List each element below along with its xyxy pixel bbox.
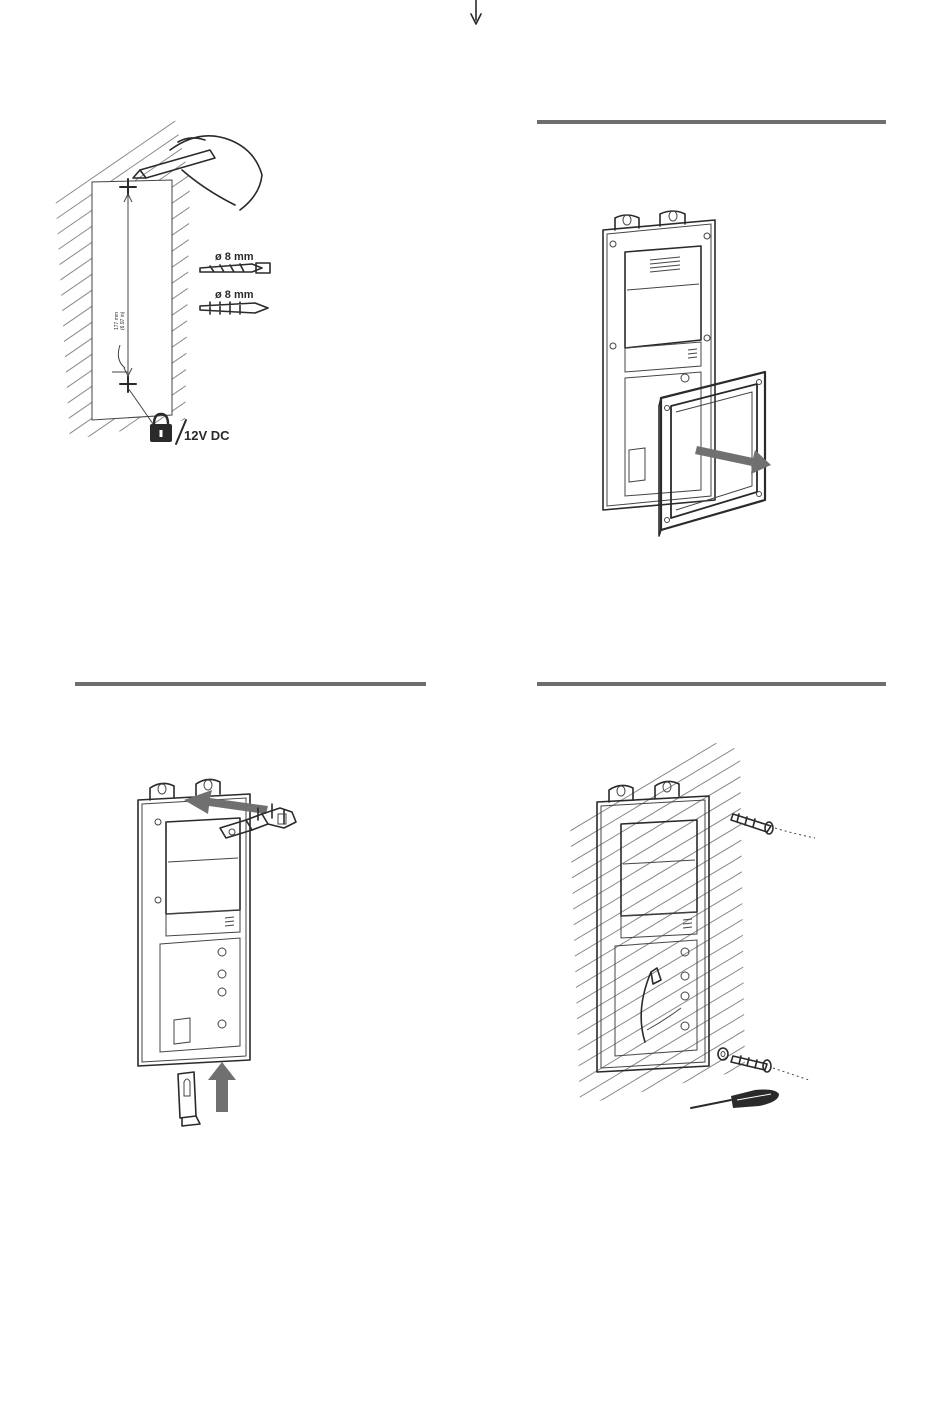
drill-bit-label: ø 8 mm xyxy=(215,251,254,263)
step1-drawing: 177 mm (6.97 in) ø 8 mm ø 8 mm xyxy=(0,0,475,480)
screwdriver-icon xyxy=(691,1090,779,1109)
step4-drawing xyxy=(475,690,950,1140)
power-label: 12V DC xyxy=(184,428,230,443)
screw-icon xyxy=(731,1056,809,1080)
step1-illustration: 177 mm (6.97 in) ø 8 mm ø 8 mm xyxy=(0,0,475,480)
section-rule-step4 xyxy=(537,682,886,686)
pull-arrow-icon xyxy=(695,446,771,474)
section-rule-step3 xyxy=(75,682,426,686)
back-box xyxy=(138,779,250,1066)
lock-icon xyxy=(150,414,172,442)
screw-icon xyxy=(731,814,815,838)
drill-bit-icon xyxy=(200,263,270,273)
step4-illustration xyxy=(475,690,950,1140)
step2-illustration xyxy=(475,120,950,560)
clip-icon xyxy=(178,1072,200,1126)
washer-icon xyxy=(718,1048,728,1060)
push-arrow-icon xyxy=(208,1062,236,1112)
wall-plug-icon xyxy=(200,302,268,314)
step3-illustration xyxy=(0,690,475,1140)
step2-drawing xyxy=(475,120,950,560)
distance-label-alt: (6.97 in) xyxy=(120,311,126,330)
step3-drawing xyxy=(0,690,475,1140)
wall-plug-label: ø 8 mm xyxy=(215,289,254,301)
